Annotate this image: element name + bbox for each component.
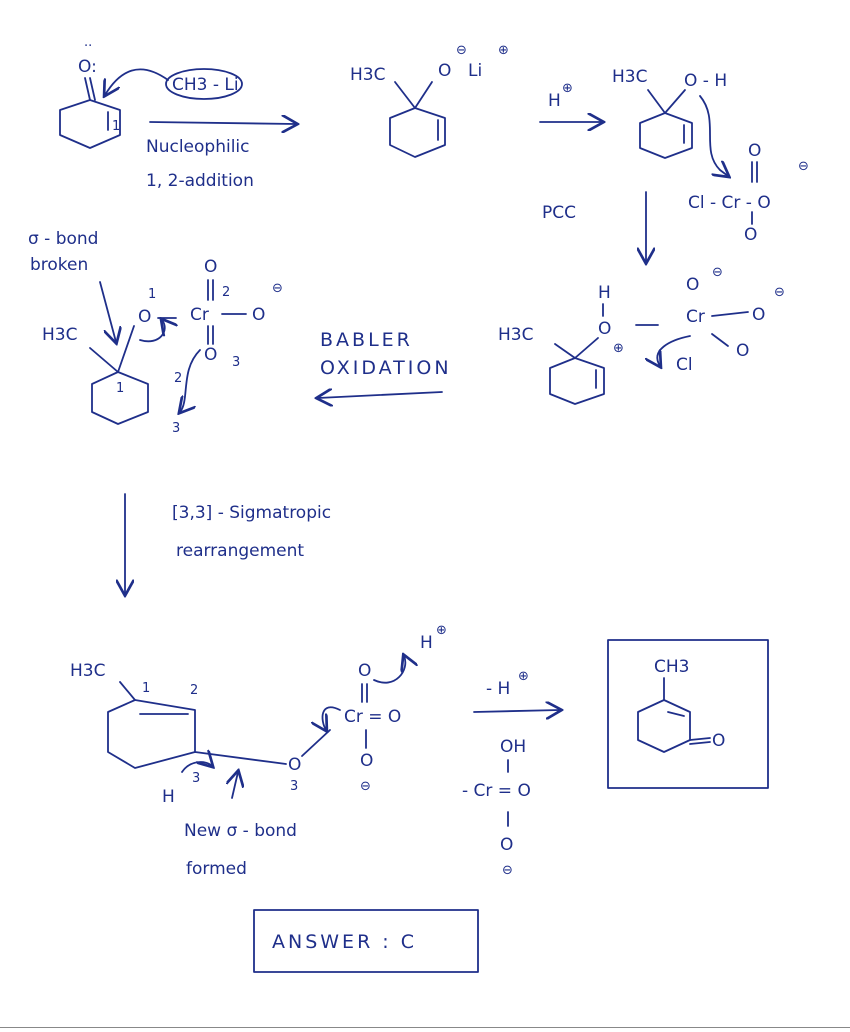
sigma-broken-line2: broken (30, 255, 88, 275)
rearranged-oxygen-number: 3 (290, 779, 298, 794)
pcc-negative-charge: ⊖ (798, 159, 809, 174)
nucleophilic-attack-arrow (105, 68, 169, 95)
final-methyl: CH3 (654, 657, 689, 677)
final-product-structure: CH3 O (637, 657, 725, 753)
ester-negative-charge-2: ⊖ (774, 285, 785, 300)
byproduct-chromium: - Cr = O (462, 781, 531, 801)
final-carbonyl-oxygen: O (712, 731, 725, 751)
lithium-ion: Li (468, 61, 482, 81)
new-bond-label-line2: formed (186, 859, 247, 879)
oh-attack-arrow (699, 95, 728, 176)
ester-negative-charge-1: ⊖ (712, 265, 723, 280)
ester2-right-oxygen: O (252, 305, 265, 325)
pcc-top-oxygen: O (748, 141, 761, 161)
deprotonation-arrow (473, 710, 560, 712)
step1-arrow (149, 122, 296, 124)
lithium-alkoxide-structure: H3C O ⊖ Li ⊕ (350, 43, 509, 158)
ester-methyl: H3C (498, 325, 533, 345)
page-bottom-edge (0, 1027, 850, 1028)
ester2-negative-charge: ⊖ (272, 281, 283, 296)
ester2-oxygen-1: O (138, 307, 151, 327)
ester-oxygen: O (598, 319, 611, 339)
final-product-box (607, 639, 769, 789)
reagent-ch3li: CH3 - Li (172, 75, 239, 95)
alcohol-methyl: H3C (612, 67, 647, 87)
ester2-number-3: 3 (232, 355, 240, 370)
alkoxide-oxygen: O (438, 61, 451, 81)
released-proton: H (420, 633, 433, 653)
ester2-methyl: H3C (42, 325, 77, 345)
ester2-top-oxygen: O (204, 257, 217, 277)
babler-label-line1: BABLER (320, 329, 413, 351)
deprotonation-label: - H (486, 679, 510, 699)
cyclohexenone-structure: O: ·· 1 (59, 39, 121, 149)
pcc-label: PCC (542, 203, 576, 223)
new-bond-arrow (232, 772, 238, 799)
rearranged-bottom-oxygen: O (360, 751, 373, 771)
ester2-oxygen-3: O (204, 345, 217, 365)
ester2-number-1: 1 (148, 287, 156, 302)
rearranged-number-2: 2 (190, 683, 198, 698)
chromium-byproduct: OH - Cr = O O ⊖ (462, 737, 531, 878)
rearranged-oxygen: O (288, 755, 301, 775)
deprotonation-charge: ⊕ (518, 669, 529, 684)
pcc-reagent-structure: O ⊖ Cl - Cr - O O (688, 141, 809, 245)
babler-label-line2: OXIDATION (320, 357, 452, 379)
ring-number-label: 1 (112, 119, 120, 134)
chloride-leaving: Cl (676, 355, 693, 375)
rearranged-hydrogen: H (162, 787, 175, 807)
ester2-number-2: 2 (222, 285, 230, 300)
hydroxyl-group: O - H (684, 71, 727, 91)
ester2-chromium: Cr (190, 305, 209, 325)
ring-number-1: 1 (116, 381, 124, 396)
ester-hydrogen: H (598, 283, 611, 303)
alkoxide-methyl: H3C (350, 65, 385, 85)
rearranged-methyl: H3C (70, 661, 105, 681)
proton-positive-charge: ⊕ (562, 81, 573, 96)
rearranged-number-1: 1 (142, 681, 150, 696)
ring-number-2: 2 (174, 371, 182, 386)
pcc-bottom-oxygen: O (744, 225, 757, 245)
rearranged-chromium: Cr = O (344, 707, 401, 727)
ester-bottom-oxygen: O (736, 341, 749, 361)
svg-text:··: ·· (84, 39, 92, 54)
new-bond-label-line1: New σ - bond (184, 821, 297, 841)
methyl-highlight-circle (165, 68, 243, 100)
ester-positive-charge: ⊕ (613, 341, 624, 356)
rearranged-negative-charge: ⊖ (360, 779, 371, 794)
rearranged-number-3: 3 (192, 771, 200, 786)
rearranged-top-oxygen: O (358, 661, 371, 681)
sigmatropic-label-line2: rearrangement (176, 541, 304, 561)
proton-reagent: H (548, 91, 561, 111)
answer-text: ANSWER : C (272, 931, 417, 953)
sigmatropic-label-line1: [3,3] - Sigmatropic (172, 503, 331, 523)
nucleophilic-label: Nucleophilic (146, 137, 250, 157)
tertiary-allylic-alcohol-structure: H3C O - H (612, 67, 727, 159)
chromate-ester-intermediate: H3C H O ⊕ O ⊖ Cr O ⊖ O Cl (498, 265, 785, 405)
pcc-formula: Cl - Cr - O (688, 193, 771, 213)
byproduct-oxygen: O (500, 835, 513, 855)
sigma-broken-arrow (99, 281, 116, 342)
lithium-positive-charge: ⊕ (498, 43, 509, 58)
released-proton-charge: ⊕ (436, 623, 447, 638)
ring-number-3: 3 (172, 421, 180, 436)
byproduct-negative-charge: ⊖ (502, 863, 513, 878)
allyl-chromate-ester: H3C 1 O O 2 Cr O ⊖ O 3 1 2 3 (42, 257, 283, 436)
byproduct-hydroxyl: OH (500, 737, 526, 757)
carbonyl-oxygen: O: (78, 57, 97, 77)
addition-label: 1, 2-addition (146, 171, 254, 191)
alkoxide-negative-charge: ⊖ (456, 43, 467, 58)
babler-arrow (318, 392, 443, 398)
answer-box (253, 909, 479, 973)
ester-chromium: Cr (686, 307, 705, 327)
ester-right-oxygen: O (752, 305, 765, 325)
rearranged-chromate-ester: H3C 1 2 3 H O 3 O Cr = O O ⊖ H ⊕ (70, 623, 447, 807)
sigma-broken-line1: σ - bond (28, 229, 98, 249)
ester-top-oxygen: O (686, 275, 699, 295)
